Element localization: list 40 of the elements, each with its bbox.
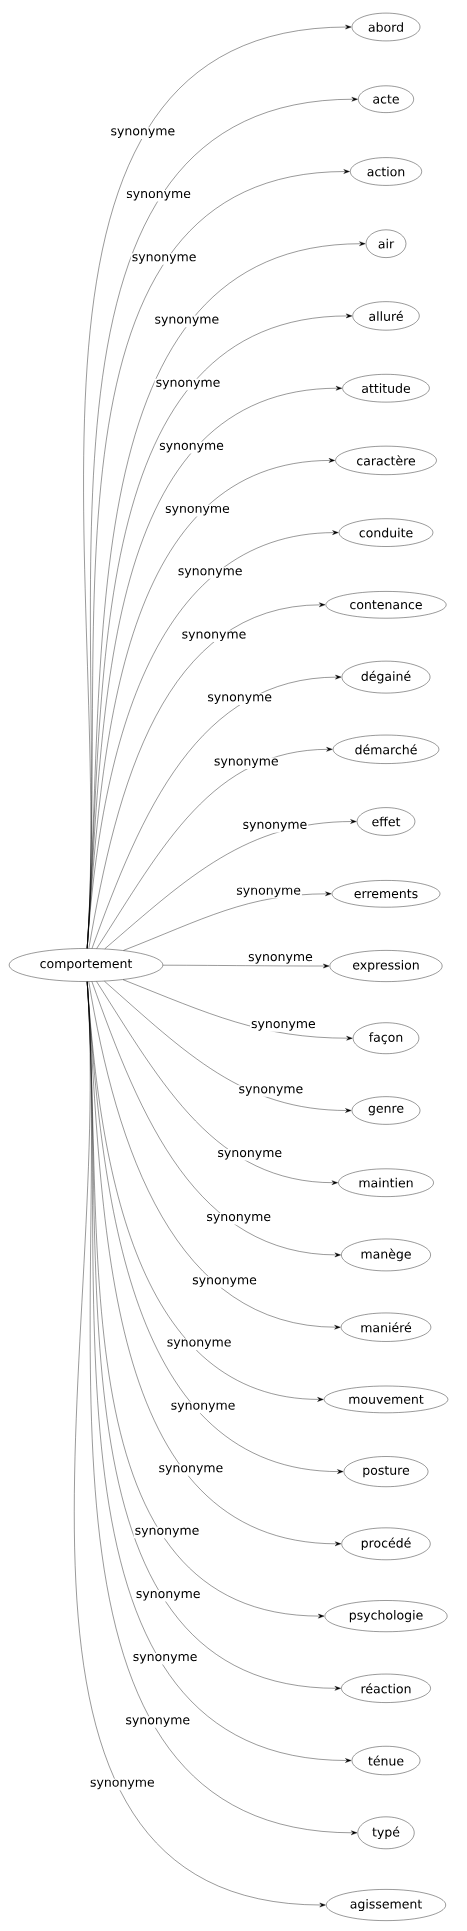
- edge-label: synonyme: [208, 694, 272, 704]
- edge-label: synonyme: [156, 379, 220, 390]
- edge-label: synonyme: [136, 1591, 200, 1601]
- arrow: [104, 819, 357, 949]
- edge-label: synonyme: [218, 1150, 282, 1160]
- arrow: [88, 981, 341, 1330]
- edge-label: synonyme: [239, 1086, 303, 1096]
- edge-label: synonyme: [214, 758, 278, 769]
- arrow: [123, 891, 332, 951]
- edge-label: synonyme: [171, 1402, 235, 1413]
- edge-label: synonyme: [155, 316, 219, 327]
- arrow: [91, 674, 342, 949]
- edge-label: synonyme: [243, 821, 307, 832]
- arrow: [122, 979, 353, 1041]
- edge-label: synonyme: [159, 1465, 223, 1475]
- edge-label: synonyme: [133, 1654, 197, 1664]
- edge-label: synonyme: [126, 1717, 190, 1727]
- arrow: [96, 747, 333, 949]
- edge-label: synonyme: [132, 254, 196, 264]
- arrow: [96, 981, 338, 1185]
- edge-label: synonyme: [111, 128, 175, 138]
- edge-label: synonyme: [90, 1779, 154, 1790]
- edge-label: synonyme: [192, 1277, 257, 1287]
- edge-label: synonyme: [159, 442, 224, 453]
- edge-label: synonyme: [251, 1021, 315, 1031]
- edge-label: synonyme: [236, 887, 301, 898]
- arrow: [91, 981, 341, 1258]
- arrow: [162, 963, 330, 969]
- edge-label: synonyme: [248, 954, 313, 964]
- arrow: [88, 602, 326, 949]
- edge-label: synonyme: [165, 505, 230, 516]
- edge-label: synonyme: [178, 568, 242, 578]
- edge-label: synonyme: [135, 1527, 199, 1538]
- edge-label: synonyme: [126, 190, 191, 201]
- arrow: [86, 530, 339, 949]
- arrow: [104, 981, 352, 1113]
- edge-label: synonyme: [182, 631, 246, 642]
- edge-label: synonyme: [167, 1339, 231, 1350]
- arrow: [74, 981, 326, 1908]
- edge-label: synonyme: [207, 1213, 271, 1224]
